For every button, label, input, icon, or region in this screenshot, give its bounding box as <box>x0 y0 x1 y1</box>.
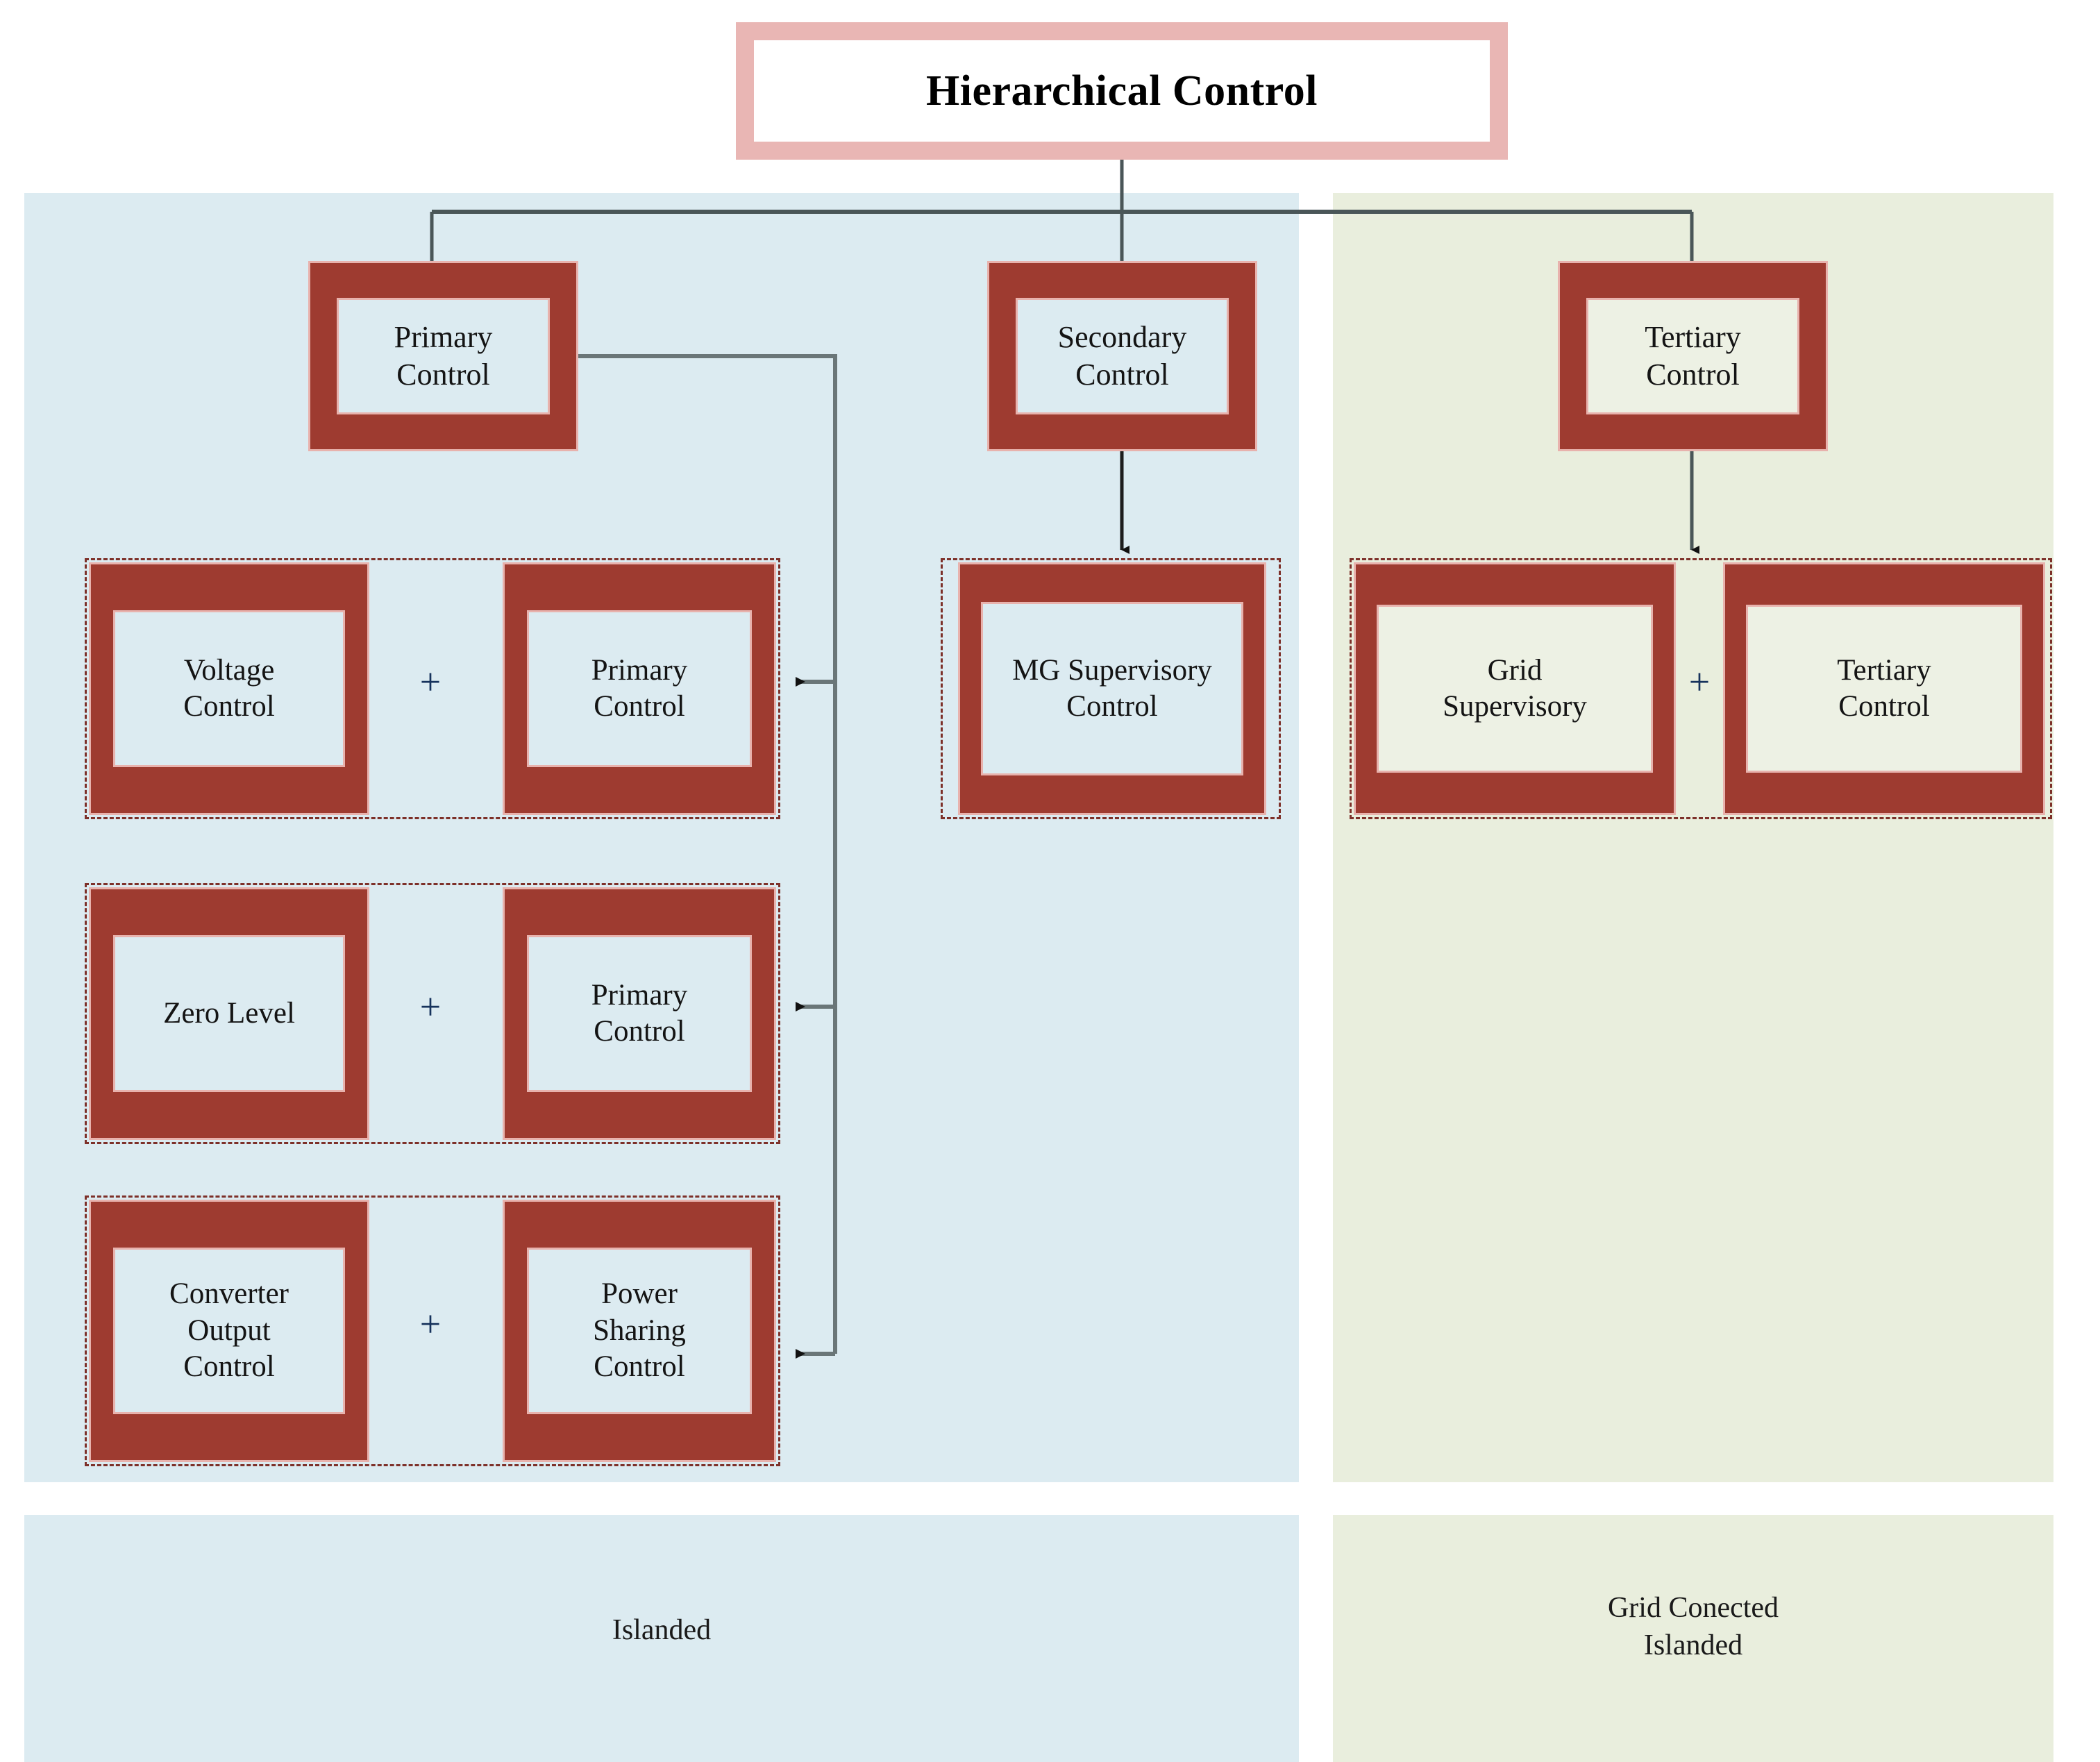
islanded-panel-footer <box>24 1515 1299 1762</box>
box-grid-supervisory[interactable]: Grid Supervisory <box>1354 562 1676 815</box>
box-tertiary-control-group-label: Tertiary Control <box>1748 607 2020 771</box>
group-voltage-primary <box>85 558 780 819</box>
box-tertiary-control-label: Tertiary Control <box>1588 300 1797 412</box>
box-primary-control[interactable]: Primary Control <box>308 261 578 451</box>
box-primary-control-row2-label: Primary Control <box>529 937 750 1090</box>
footer-label-islanded: Islanded <box>612 1614 712 1646</box>
plus-operator-row3: + <box>419 1303 442 1345</box>
box-secondary-control[interactable]: Secondary Control <box>987 261 1257 451</box>
box-primary-control-row1[interactable]: Primary Control <box>503 562 776 815</box>
box-converter-output-control[interactable]: Converter Output Control <box>89 1200 369 1462</box>
box-voltage-control-label: Voltage Control <box>115 612 343 765</box>
footer-label-grid-connected: Grid Conected Islanded <box>1607 1592 1779 1661</box>
box-mg-supervisory-control[interactable]: MG Supervisory Control <box>958 562 1266 815</box>
plus-operator-row2: + <box>419 986 442 1027</box>
box-primary-control-row2[interactable]: Primary Control <box>503 887 776 1140</box>
box-secondary-control-label: Secondary Control <box>1018 300 1227 412</box>
box-zero-level-label: Zero Level <box>115 937 343 1090</box>
box-tertiary-control-group[interactable]: Tertiary Control <box>1723 562 2045 815</box>
plus-operator-row1: + <box>419 661 442 703</box>
box-mg-supervisory-control-label: MG Supervisory Control <box>983 604 1241 773</box>
box-tertiary-control[interactable]: Tertiary Control <box>1558 261 1828 451</box>
group-grid-supervisory-tertiary <box>1350 558 2052 819</box>
box-grid-supervisory-label: Grid Supervisory <box>1379 607 1651 771</box>
box-primary-control-row1-label: Primary Control <box>529 612 750 765</box>
box-zero-level[interactable]: Zero Level <box>89 887 369 1140</box>
box-voltage-control[interactable]: Voltage Control <box>89 562 369 815</box>
box-converter-output-control-label: Converter Output Control <box>115 1250 343 1412</box>
box-power-sharing-control[interactable]: Power Sharing Control <box>503 1200 776 1462</box>
group-zerolevel-primary <box>85 883 780 1144</box>
title-frame: Hierarchical Control <box>736 22 1508 160</box>
group-mg-supervisory <box>941 558 1281 819</box>
plus-operator-grid: + <box>1688 661 1711 703</box>
box-primary-control-label: Primary Control <box>339 300 548 412</box>
group-converter-powersharing <box>85 1195 780 1466</box>
box-power-sharing-control-label: Power Sharing Control <box>529 1250 750 1412</box>
grid-panel-footer <box>1333 1515 2053 1762</box>
page-title: Hierarchical Control <box>754 40 1490 142</box>
